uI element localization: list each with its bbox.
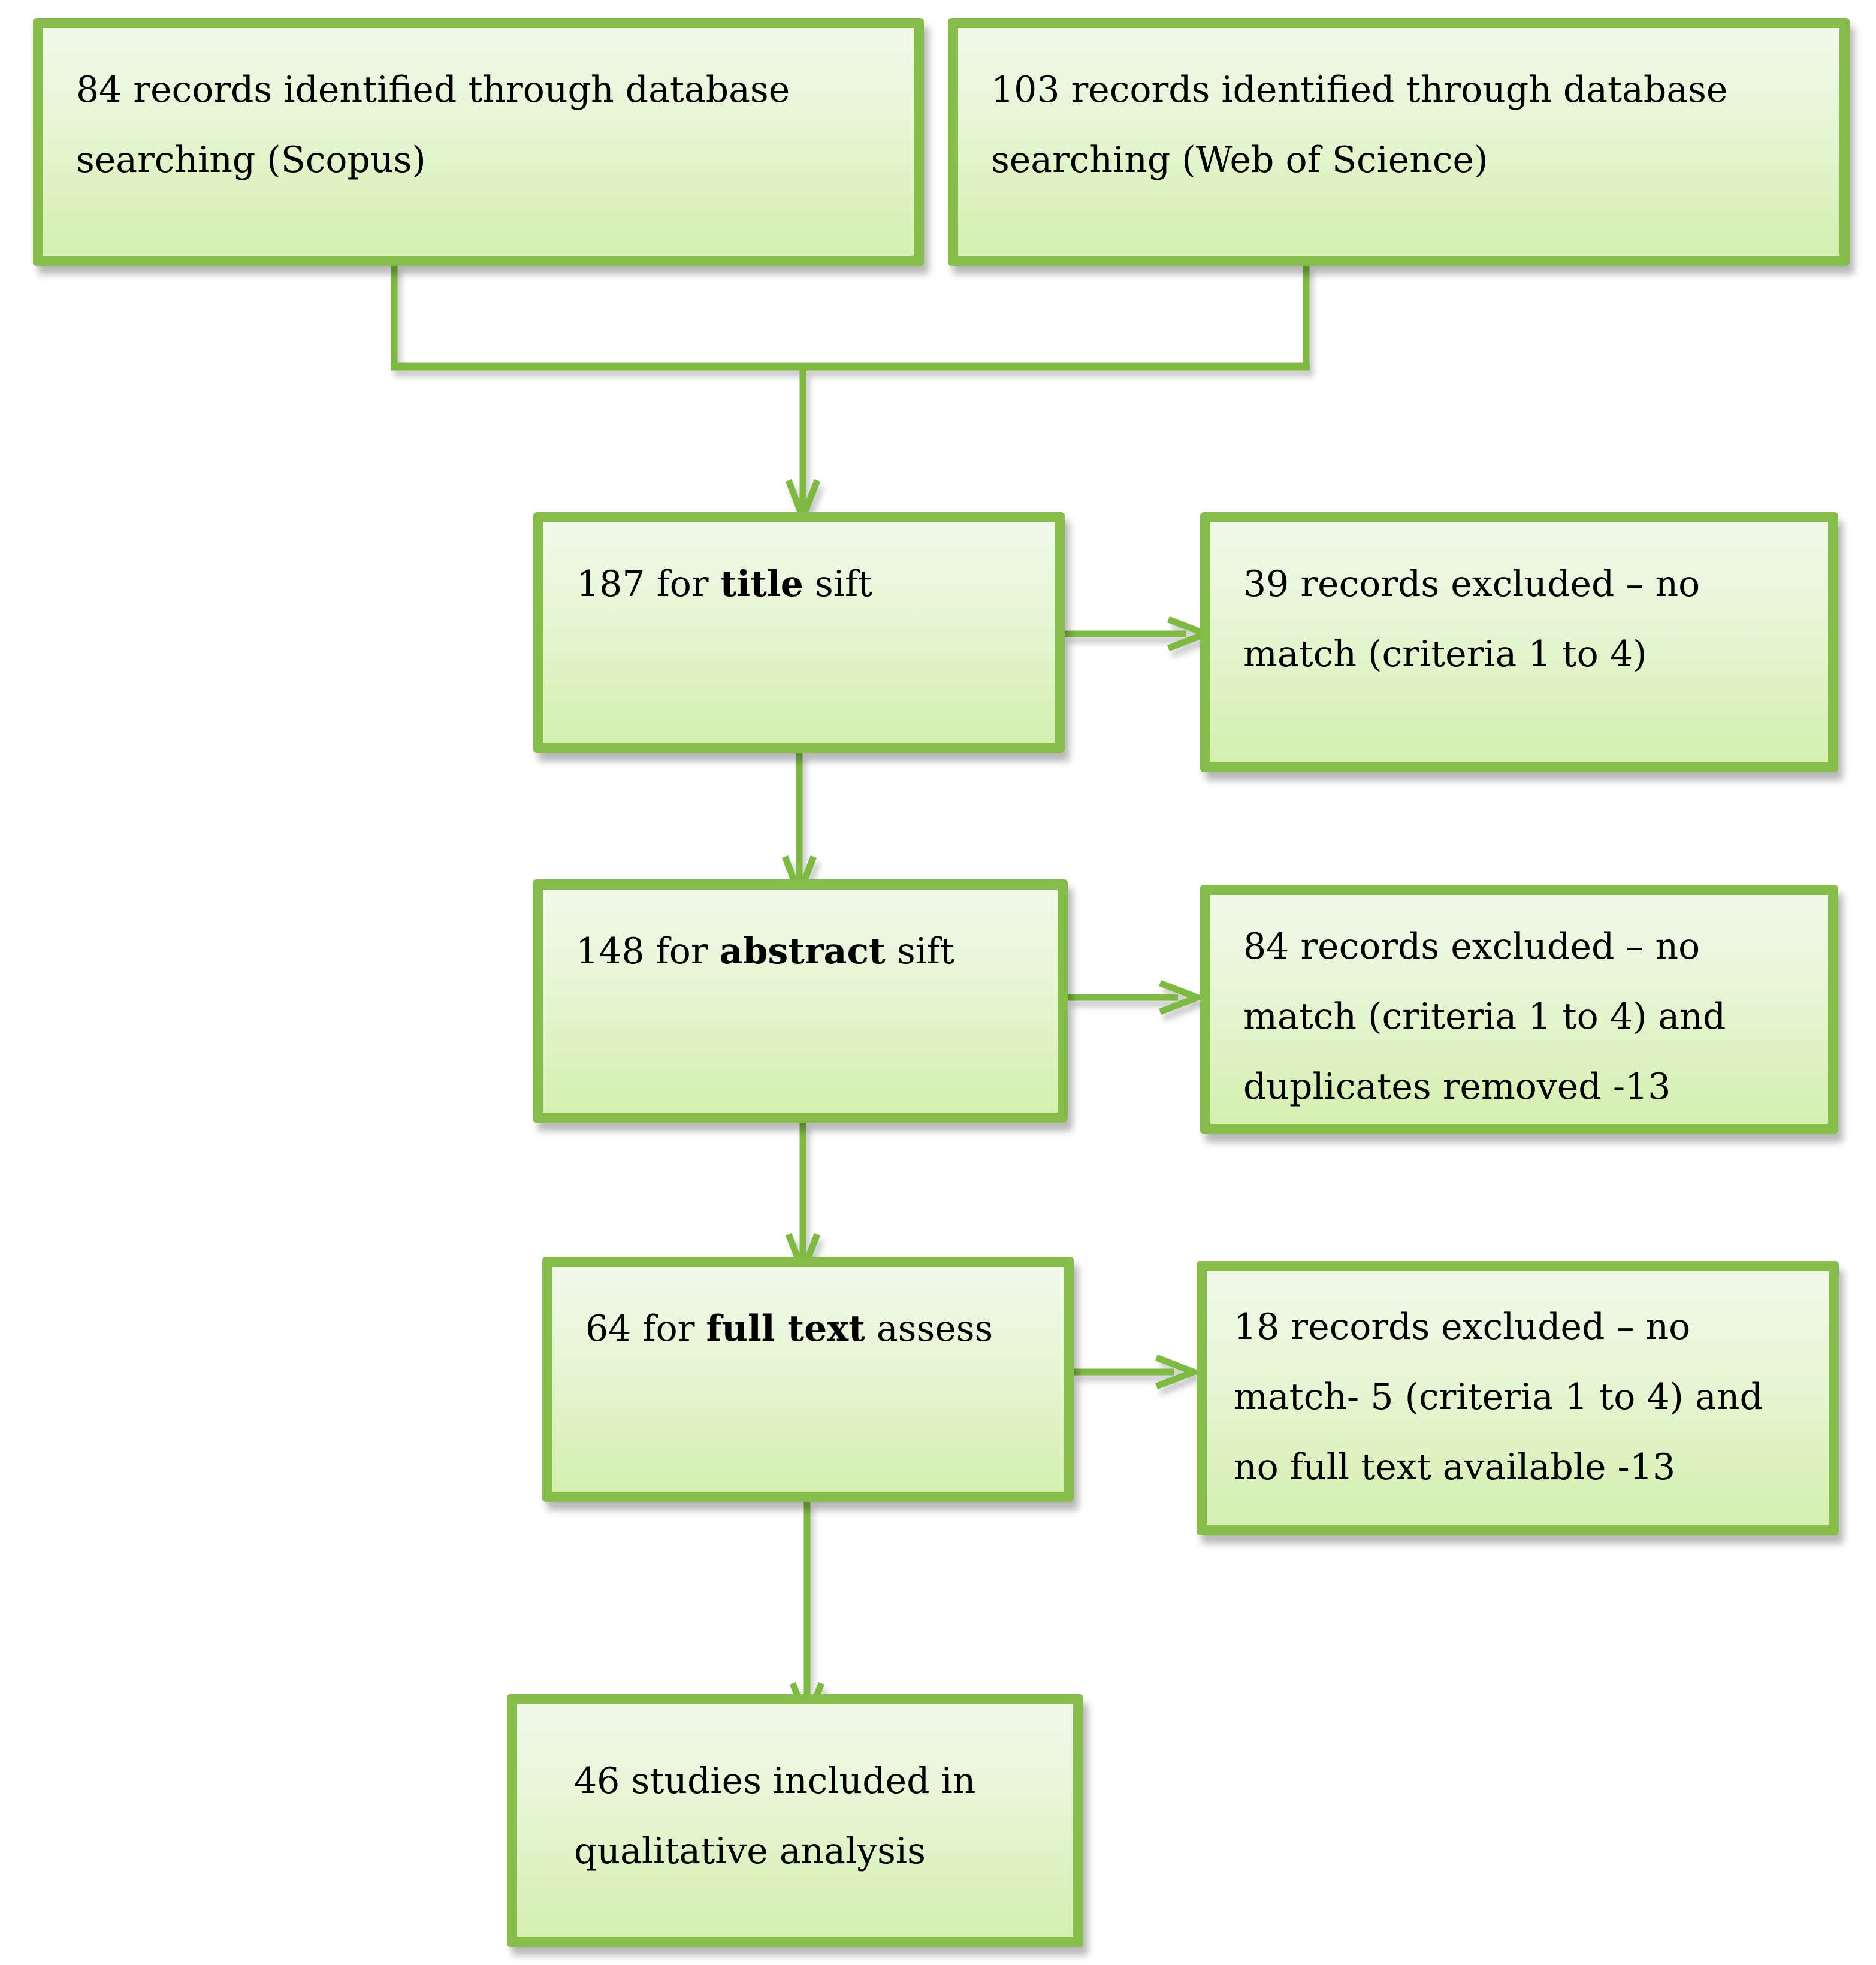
box-title-excluded-line-2: match (criteria 1 to 4) xyxy=(1243,633,1647,675)
box-title-excluded: 39 records excluded – no match (criteria… xyxy=(1200,512,1838,772)
box-abstract-excluded-line-3: duplicates removed -13 xyxy=(1243,1066,1671,1108)
connector-fulltext-to-excluded xyxy=(1074,1354,1203,1390)
box-wos-line-1: 103 records identified through database xyxy=(991,69,1728,111)
box-wos-line-2: searching (Web of Science) xyxy=(991,139,1488,181)
arrowhead-right-abstract-excluded xyxy=(1159,980,1207,1015)
connector-merge-databases xyxy=(391,265,1310,527)
box-fulltext-excluded: 18 records excluded – no match- 5 (crite… xyxy=(1197,1261,1839,1535)
box-included-line-1: 46 studies included in xyxy=(574,1760,976,1802)
box-fulltext-excluded-line-3: no full text available -13 xyxy=(1234,1446,1676,1488)
connector-title-to-abstract xyxy=(781,752,817,903)
box-fulltext-assess-label: 64 for full text assess xyxy=(585,1308,993,1350)
box-title-excluded-line-1: 39 records excluded – no xyxy=(1243,563,1700,605)
box-scopus-line-2: searching (Scopus) xyxy=(76,139,426,181)
box-abstract-excluded-line-1: 84 records excluded – no xyxy=(1243,926,1700,968)
box-fulltext-excluded-line-2: match- 5 (criteria 1 to 4) and xyxy=(1234,1376,1763,1418)
box-abstract-excluded: 84 records excluded – no match (criteria… xyxy=(1200,885,1838,1134)
connector-abstract-to-excluded xyxy=(1068,980,1207,1015)
arrowhead-right-fulltext-excluded xyxy=(1155,1354,1203,1390)
box-fulltext-excluded-line-1: 18 records excluded – no xyxy=(1234,1306,1691,1348)
box-fulltext-assess: 64 for full text assess xyxy=(542,1257,1074,1502)
box-included-line-2: qualitative analysis xyxy=(574,1830,926,1872)
box-title-sift-label: 187 for title sift xyxy=(576,563,873,605)
box-scopus-records: 84 records identified through database s… xyxy=(33,18,924,266)
box-title-sift: 187 for title sift xyxy=(533,512,1065,753)
box-abstract-excluded-line-2: match (criteria 1 to 4) and xyxy=(1243,996,1726,1038)
box-web-of-science-records: 103 records identified through database … xyxy=(948,18,1850,266)
box-abstract-sift: 148 for abstract sift xyxy=(533,879,1068,1123)
box-scopus-line-1: 84 records identified through database xyxy=(76,69,790,111)
connector-abstract-to-fulltext xyxy=(785,1122,821,1281)
connector-fulltext-to-included xyxy=(789,1501,825,1730)
connector-title-to-excluded xyxy=(1064,616,1215,652)
box-included-studies: 46 studies included in qualitative analy… xyxy=(507,1694,1083,1947)
box-abstract-sift-label: 148 for abstract sift xyxy=(576,930,955,972)
